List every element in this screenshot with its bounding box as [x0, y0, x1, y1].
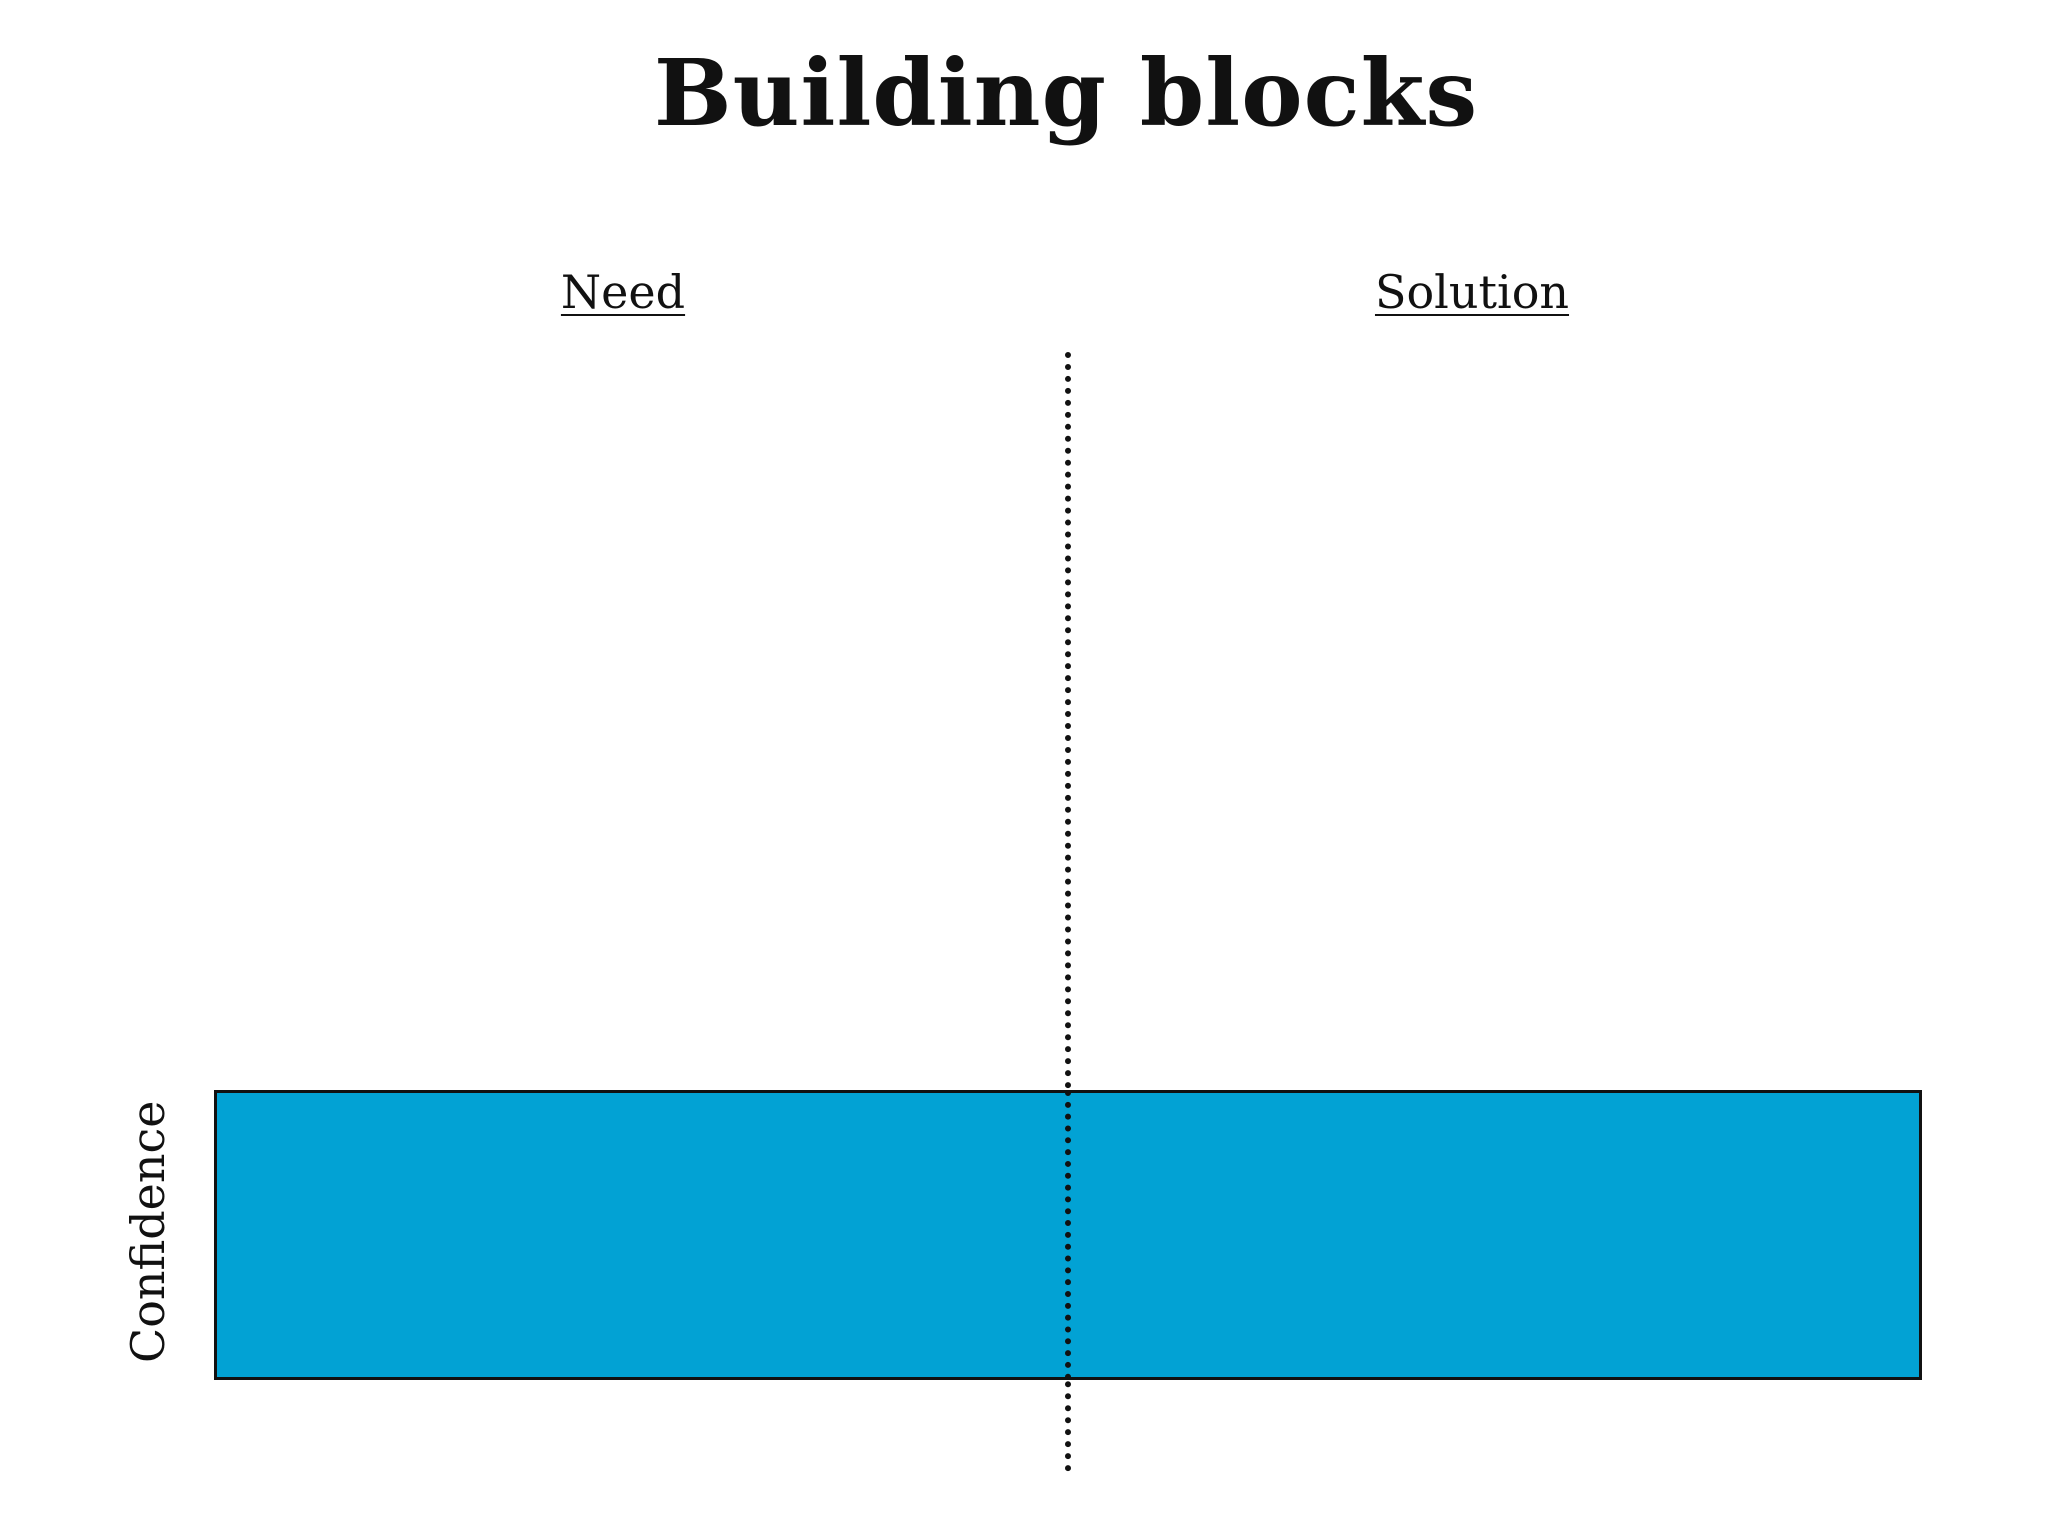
page-title: Building blocks: [653, 39, 1479, 147]
row-label-confidence: Confidence: [121, 1100, 175, 1363]
column-header-solution: Solution: [1374, 265, 1570, 319]
center-divider: [1065, 352, 1071, 1472]
column-header-need: Need: [560, 265, 686, 319]
center-divider-overlay: [1065, 1090, 1071, 1380]
